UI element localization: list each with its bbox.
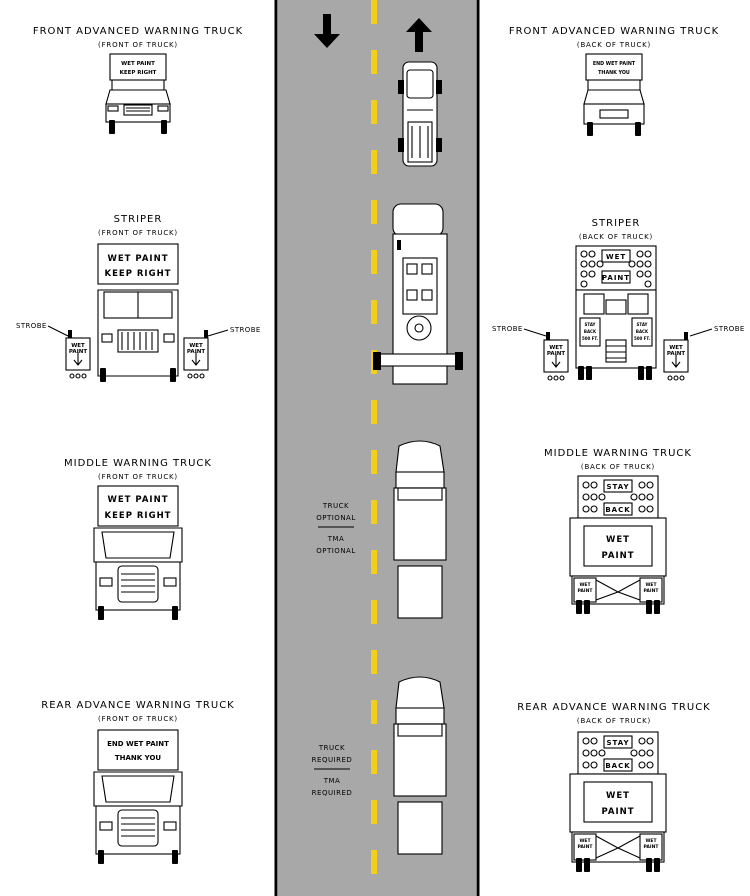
sign-line-2: KEEP RIGHT: [105, 511, 172, 521]
subtitle: (FRONT OF TRUCK): [98, 715, 178, 723]
strobe-label-right: STROBE: [230, 326, 261, 334]
road-label-truck-required: TRUCK: [318, 744, 345, 752]
sign-line-1: WET PAINT: [107, 495, 168, 505]
top-line-1: WET: [606, 253, 626, 261]
panel-line-1: STAY: [637, 322, 648, 327]
corner-line-1: WET: [579, 838, 591, 844]
box-sign-line-2: PAINT: [547, 351, 565, 357]
arrow-down-icon: [314, 14, 340, 48]
sign-line-1: WET PAINT: [107, 254, 168, 264]
subtitle: (FRONT OF TRUCK): [98, 229, 178, 237]
left-striper-truck: STRIPER (FRONT OF TRUCK) WET PAINT KEEP …: [16, 214, 261, 382]
striper-truck-topview: [373, 203, 463, 385]
pickup-truck-topview: [398, 61, 442, 167]
panel-line-2: PAINT: [601, 551, 634, 561]
subtitle: (BACK OF TRUCK): [581, 463, 655, 471]
arrow-board-lights: [580, 250, 652, 288]
right-front-advanced-truck: FRONT ADVANCED WARNING TRUCK (BACK OF TR…: [509, 26, 719, 136]
road-label-tma-required: TMA: [323, 777, 341, 785]
panel-line-2: BACK: [636, 329, 649, 334]
panel-line-1: STAY: [585, 322, 596, 327]
title: REAR ADVANCE WARNING TRUCK: [517, 702, 711, 713]
subtitle: (BACK OF TRUCK): [577, 717, 651, 725]
box-sign-line-1: WET: [669, 345, 683, 351]
panel-line-3: 500 FT.: [634, 336, 651, 341]
subtitle: (FRONT OF TRUCK): [98, 473, 178, 481]
left-rear-advance-truck: REAR ADVANCE WARNING TRUCK (FRONT OF TRU…: [41, 700, 235, 864]
title: STRIPER: [114, 214, 163, 225]
left-front-advanced-truck: FRONT ADVANCED WARNING TRUCK (FRONT OF T…: [33, 26, 243, 134]
box-sign-line-1: WET: [71, 343, 85, 349]
sign-line-1: END WET PAINT: [107, 740, 169, 748]
top-line-2: BACK: [605, 762, 630, 770]
middle-truck-topview: [393, 440, 447, 619]
title: MIDDLE WARNING TRUCK: [64, 458, 212, 469]
corner-line-2: PAINT: [578, 588, 594, 594]
strobe-label-right: STROBE: [714, 325, 745, 333]
road-label-optional-2: OPTIONAL: [316, 547, 356, 555]
title: FRONT ADVANCED WARNING TRUCK: [509, 26, 719, 37]
right-rear-advance-truck: REAR ADVANCE WARNING TRUCK (BACK OF TRUC…: [517, 702, 711, 872]
road-label-required-1: REQUIRED: [312, 756, 353, 764]
box-sign-line-1: WET: [189, 343, 203, 349]
road-label-truck-optional: TRUCK: [322, 502, 349, 510]
rear-truck-topview: [393, 676, 447, 855]
panel-line-1: WET: [606, 791, 630, 801]
right-middle-warning-truck: MIDDLE WARNING TRUCK (BACK OF TRUCK) STA…: [544, 448, 692, 614]
title: STRIPER: [592, 218, 641, 229]
sign-line-2: THANK YOU: [598, 70, 630, 76]
roadway: TRUCK OPTIONAL TMA OPTIONAL TRUCK REQUIR…: [274, 0, 480, 896]
sign-line-2: KEEP RIGHT: [105, 269, 172, 279]
title: MIDDLE WARNING TRUCK: [544, 448, 692, 459]
panel-line-1: WET: [606, 535, 630, 545]
right-striper-truck: STRIPER (BACK OF TRUCK) WET PAINT STAY B…: [492, 218, 745, 381]
corner-line-1: WET: [645, 582, 657, 588]
top-line-1: STAY: [606, 483, 629, 491]
panel-line-3: 500 FT.: [582, 336, 599, 341]
corner-line-1: WET: [645, 838, 657, 844]
sign-line-1: END WET PAINT: [593, 61, 636, 67]
subtitle: (BACK OF TRUCK): [579, 233, 653, 241]
subtitle: (FRONT OF TRUCK): [98, 41, 178, 49]
sign-line-1: WET PAINT: [121, 61, 155, 67]
corner-line-2: PAINT: [578, 844, 594, 850]
subtitle: (BACK OF TRUCK): [577, 41, 651, 49]
sign-line-2: THANK YOU: [115, 754, 162, 762]
panel-line-2: BACK: [584, 329, 597, 334]
title: REAR ADVANCE WARNING TRUCK: [41, 700, 235, 711]
strobe-label-left: STROBE: [16, 322, 47, 330]
strobe-label-left: STROBE: [492, 325, 523, 333]
box-sign-line-2: PAINT: [667, 351, 685, 357]
road-label-tma-optional: TMA: [327, 535, 345, 543]
title: FRONT ADVANCED WARNING TRUCK: [33, 26, 243, 37]
road-label-optional-1: OPTIONAL: [316, 514, 356, 522]
top-line-2: PAINT: [602, 274, 630, 282]
panel-line-2: PAINT: [601, 807, 634, 817]
top-line-1: STAY: [606, 739, 629, 747]
box-sign-line-2: PAINT: [69, 349, 87, 355]
corner-line-2: PAINT: [644, 844, 660, 850]
box-sign-line-1: WET: [549, 345, 563, 351]
arrow-up-icon: [406, 18, 432, 52]
sign-line-2: KEEP RIGHT: [120, 70, 157, 76]
corner-line-2: PAINT: [644, 588, 660, 594]
left-middle-warning-truck: MIDDLE WARNING TRUCK (FRONT OF TRUCK) WE…: [64, 458, 212, 620]
box-sign-line-2: PAINT: [187, 349, 205, 355]
corner-line-1: WET: [579, 582, 591, 588]
road-label-required-2: REQUIRED: [312, 789, 353, 797]
top-line-2: BACK: [605, 506, 630, 514]
